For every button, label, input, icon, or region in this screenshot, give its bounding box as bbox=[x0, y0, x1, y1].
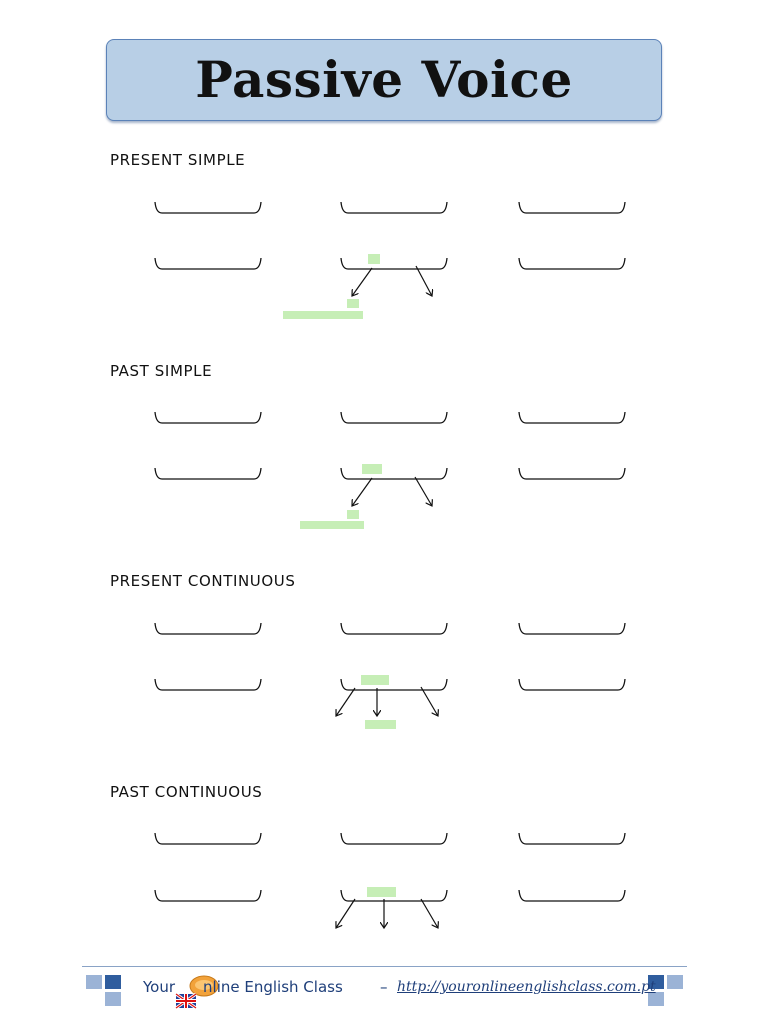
section-heading-past-continuous: PAST CONTINUOUS bbox=[110, 783, 263, 801]
footer-square bbox=[648, 975, 664, 989]
footer-brand-prefix: Your bbox=[143, 978, 176, 996]
footer-divider bbox=[82, 966, 687, 967]
arrow bbox=[420, 898, 438, 928]
answer-bracket bbox=[340, 678, 448, 691]
arrow bbox=[420, 686, 438, 716]
answer-bracket bbox=[518, 889, 626, 902]
footer-brand-suffix: nline English Class bbox=[203, 978, 343, 996]
footer-square bbox=[105, 975, 121, 989]
answer-bracket bbox=[518, 678, 626, 691]
footer-brand: Your nline English Class bbox=[143, 978, 343, 996]
answer-bracket bbox=[518, 467, 626, 480]
highlight-mark bbox=[362, 464, 382, 474]
arrow bbox=[415, 265, 432, 296]
footer-square bbox=[648, 992, 664, 1006]
footer-link[interactable]: http://youronlineenglishclass.com.pt bbox=[397, 979, 656, 995]
highlight-mark bbox=[367, 887, 396, 897]
answer-bracket bbox=[340, 889, 448, 902]
section-heading-present-simple: PRESENT SIMPLE bbox=[110, 151, 246, 169]
highlight-mark bbox=[365, 720, 396, 729]
answer-bracket bbox=[154, 411, 262, 424]
answer-bracket bbox=[518, 622, 626, 635]
answer-bracket bbox=[154, 678, 262, 691]
answer-bracket bbox=[154, 257, 262, 270]
answer-bracket bbox=[340, 467, 448, 480]
arrow bbox=[336, 898, 356, 928]
title-banner: Passive Voice bbox=[106, 39, 662, 121]
footer-square bbox=[667, 975, 683, 989]
section-heading-present-continuous: PRESENT CONTINUOUS bbox=[110, 572, 296, 590]
highlight-mark bbox=[361, 675, 389, 685]
logo-icon bbox=[175, 975, 219, 1010]
highlight-mark bbox=[283, 311, 363, 319]
footer-square bbox=[86, 975, 102, 989]
answer-bracket bbox=[518, 201, 626, 214]
highlight-mark bbox=[300, 521, 364, 529]
answer-bracket bbox=[154, 622, 262, 635]
highlight-mark bbox=[368, 254, 380, 264]
answer-bracket bbox=[340, 622, 448, 635]
answer-bracket bbox=[518, 411, 626, 424]
answer-bracket bbox=[340, 257, 448, 270]
arrow bbox=[352, 267, 373, 296]
answer-bracket bbox=[340, 832, 448, 845]
highlight-mark bbox=[347, 299, 359, 308]
page-title: Passive Voice bbox=[195, 50, 573, 109]
answer-bracket bbox=[154, 832, 262, 845]
arrow bbox=[336, 687, 356, 716]
answer-bracket bbox=[154, 467, 262, 480]
answer-bracket bbox=[340, 201, 448, 214]
answer-bracket bbox=[154, 889, 262, 902]
answer-bracket bbox=[340, 411, 448, 424]
footer-dash: – bbox=[380, 978, 388, 996]
footer-square bbox=[105, 992, 121, 1006]
arrow bbox=[352, 477, 373, 506]
answer-bracket bbox=[154, 201, 262, 214]
arrow bbox=[414, 476, 432, 506]
answer-bracket bbox=[518, 832, 626, 845]
section-heading-past-simple: PAST SIMPLE bbox=[110, 362, 213, 380]
highlight-mark bbox=[347, 510, 359, 519]
answer-bracket bbox=[518, 257, 626, 270]
